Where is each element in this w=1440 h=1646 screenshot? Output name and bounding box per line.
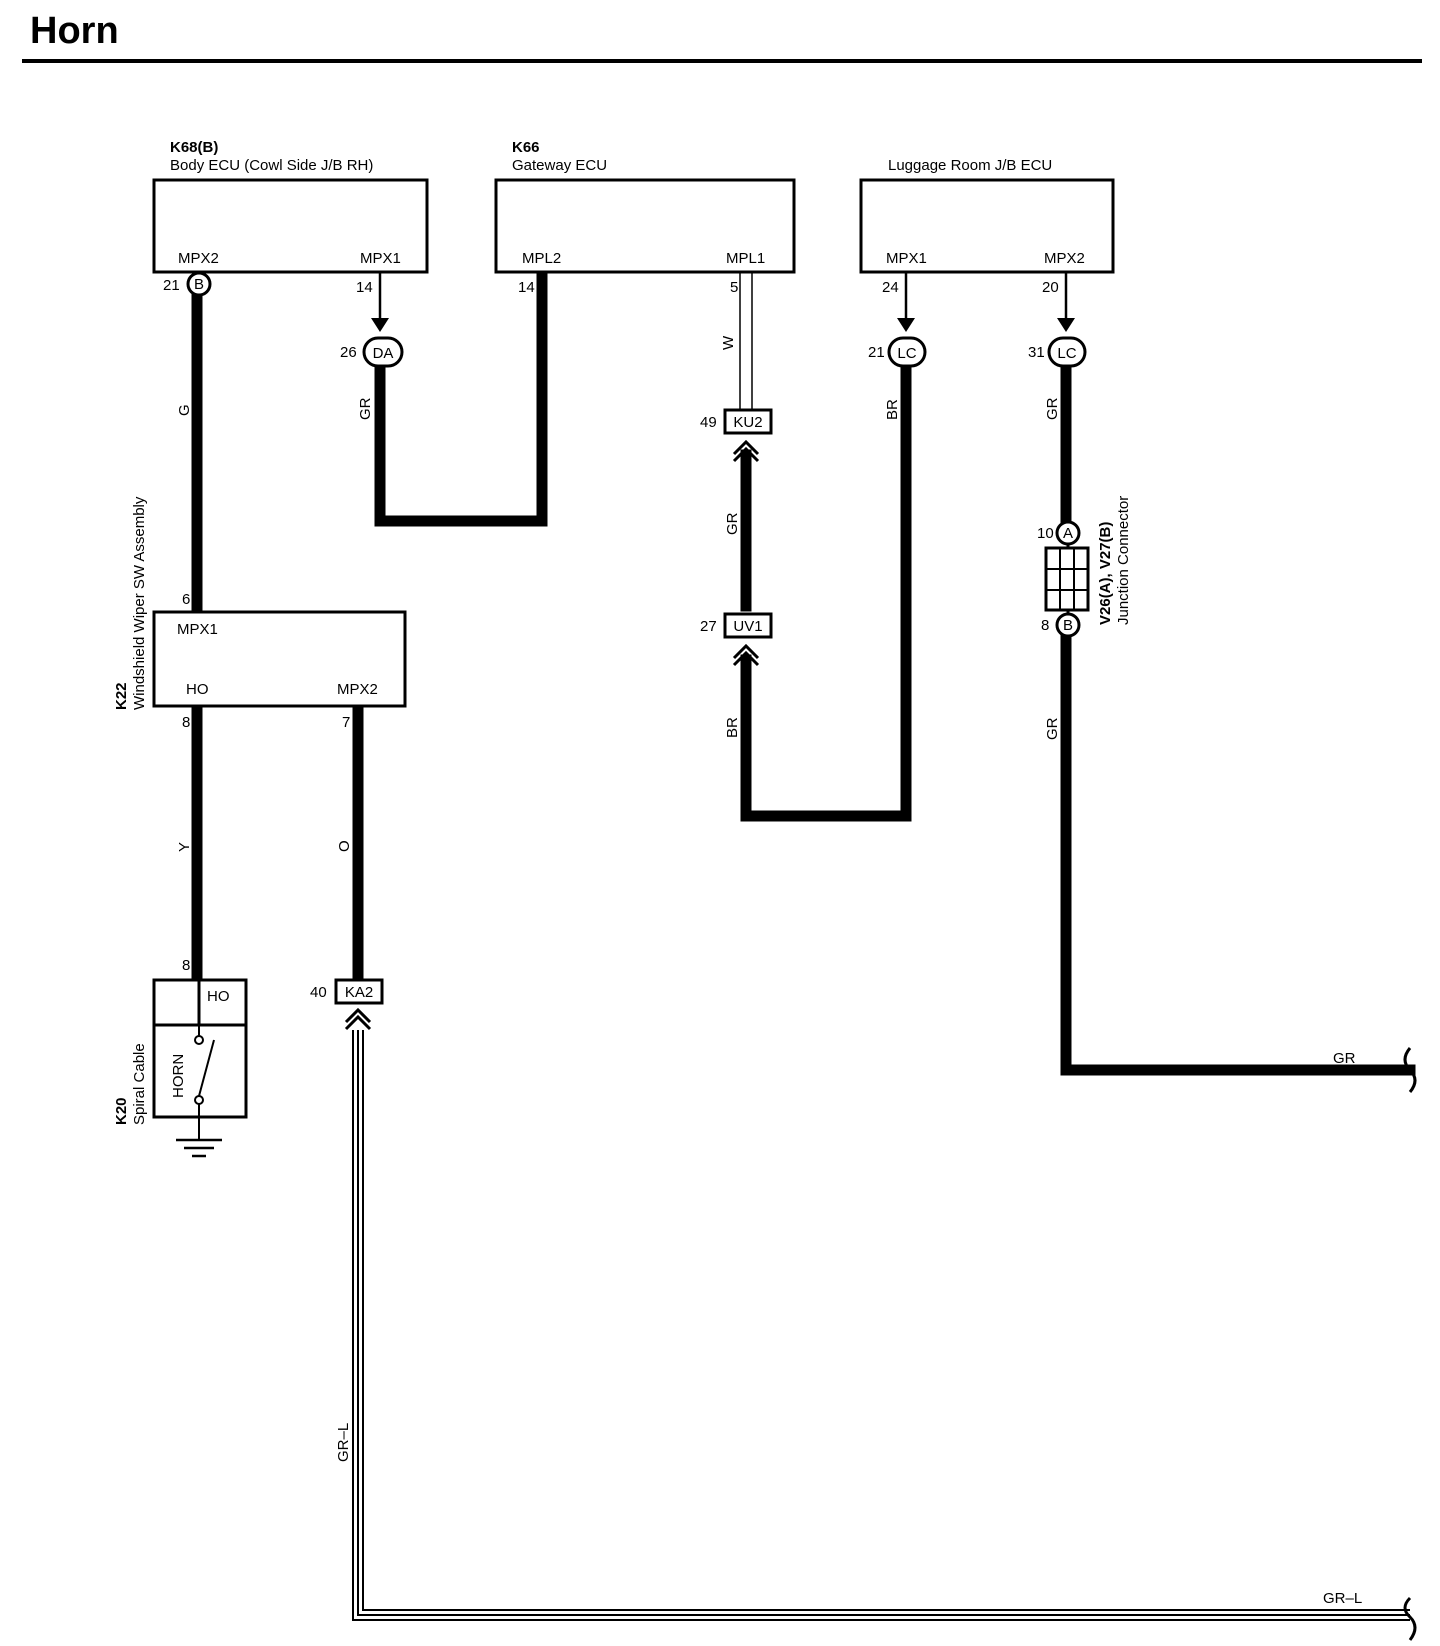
- junction-connector-block: [1044, 546, 1090, 612]
- k68-pin-mpx1: MPX1: [360, 250, 401, 267]
- connector-ka2: KA2: [334, 978, 384, 1031]
- connector-ku2: KU2: [723, 408, 773, 463]
- connector-lc-1-pin: 21: [868, 344, 885, 361]
- k68-code: K68(B): [170, 139, 218, 156]
- svg-text:LC: LC: [897, 345, 916, 362]
- k22-num-mpx2: 7: [342, 714, 350, 731]
- connector-lc-2: LC: [1047, 318, 1087, 368]
- wire-label-g: G: [176, 404, 193, 416]
- k68-body-ecu-box: [152, 178, 429, 274]
- junction-name: Junction Connector: [1115, 496, 1132, 625]
- k22-num-mpx1: 6: [182, 591, 190, 608]
- svg-text:DA: DA: [373, 345, 394, 362]
- svg-text:KA2: KA2: [345, 984, 373, 1001]
- k20-horn-label: HORN: [170, 1054, 187, 1098]
- wire-label-o: O: [336, 840, 353, 852]
- k66-num-mpl1: 5: [730, 279, 738, 296]
- luggage-num-mpx2: 20: [1042, 279, 1059, 296]
- connector-lc-1: LC: [887, 318, 927, 368]
- k20-num-ho: 8: [182, 957, 190, 974]
- k66-name: Gateway ECU: [512, 157, 607, 174]
- k68-num-mpx2: 21: [163, 277, 180, 294]
- k20-spiral-cable: [152, 978, 248, 1140]
- k68-pin-mpx2: MPX2: [178, 250, 219, 267]
- k66-gateway-ecu-box: [494, 178, 796, 274]
- k22-pin-mpx2: MPX2: [337, 681, 378, 698]
- wire-label-gr-da: GR: [357, 397, 374, 420]
- k66-pin-mpl1: MPL1: [726, 250, 765, 267]
- k22-name: Windshield Wiper SW Assembly: [131, 496, 148, 710]
- ground-icon: [176, 1138, 222, 1158]
- svg-text:A: A: [1063, 525, 1073, 542]
- junction-num-a: 10: [1037, 525, 1054, 542]
- connector-da-pin: 26: [340, 344, 357, 361]
- luggage-pin-mpx1: MPX1: [886, 250, 927, 267]
- k68-name: Body ECU (Cowl Side J/B RH): [170, 157, 373, 174]
- connector-uv1: UV1: [723, 612, 773, 667]
- connector-ka2-pin: 40: [310, 984, 327, 1001]
- k68-connector-b: B: [186, 271, 212, 297]
- wire-label-gr-lc: GR: [1044, 397, 1061, 420]
- k20-name: Spiral Cable: [131, 1043, 148, 1125]
- luggage-pin-mpx2: MPX2: [1044, 250, 1085, 267]
- svg-text:KU2: KU2: [733, 414, 762, 431]
- connector-lc-2-pin: 31: [1028, 344, 1045, 361]
- luggage-name: Luggage Room J/B ECU: [888, 157, 1052, 174]
- junction-num-b: 8: [1041, 617, 1049, 634]
- wire-label-y: Y: [176, 842, 193, 852]
- svg-text:LC: LC: [1057, 345, 1076, 362]
- k22-pin-ho: HO: [186, 681, 209, 698]
- wire-break-gr: [1403, 1047, 1417, 1093]
- k20-code: K20: [113, 1097, 130, 1125]
- k66-code: K66: [512, 139, 540, 156]
- luggage-room-jb-ecu-box: [859, 178, 1115, 274]
- wire-break-grl: [1403, 1596, 1417, 1641]
- page-title: Horn: [30, 10, 119, 52]
- wire-label-gr-l-out: GR–L: [1323, 1590, 1362, 1607]
- wire-label-gr-l-vertical: GR–L: [335, 1423, 352, 1462]
- k22-num-ho: 8: [182, 714, 190, 731]
- wire-gr-da: [374, 266, 548, 527]
- wire-label-br-lc: BR: [884, 399, 901, 420]
- wire-label-br-uv1: BR: [724, 717, 741, 738]
- k22-pin-mpx1: MPX1: [177, 621, 218, 638]
- k22-code: K22: [113, 682, 130, 710]
- wire-gr-out: [1060, 629, 1416, 1076]
- connector-ku2-pin: 49: [700, 414, 717, 431]
- svg-text:B: B: [194, 276, 204, 293]
- wire-label-gr-out: GR: [1333, 1050, 1356, 1067]
- luggage-num-mpx1: 24: [882, 279, 899, 296]
- k20-pin-ho: HO: [207, 988, 230, 1005]
- title-rule: [22, 59, 1422, 63]
- junction-connector-b: B: [1055, 612, 1081, 638]
- k68-num-mpx1: 14: [356, 279, 373, 296]
- connector-da: DA: [362, 318, 404, 368]
- wire-label-gr-ku2: GR: [724, 512, 741, 535]
- k22-wiper-switch-box: [152, 610, 407, 708]
- k66-num-mpl2: 14: [518, 279, 535, 296]
- svg-text:UV1: UV1: [733, 618, 762, 635]
- wire-label-gr-jb: GR: [1044, 717, 1061, 740]
- wire-gr-l: [352, 1030, 1410, 1621]
- connector-uv1-pin: 27: [700, 618, 717, 635]
- junction-code: V26(A), V27(B): [1097, 522, 1114, 625]
- svg-text:B: B: [1063, 617, 1073, 634]
- wire-br-loop: [740, 359, 912, 822]
- wire-label-w: W: [720, 335, 737, 350]
- k66-pin-mpl2: MPL2: [522, 250, 561, 267]
- junction-connector-a: A: [1055, 520, 1081, 546]
